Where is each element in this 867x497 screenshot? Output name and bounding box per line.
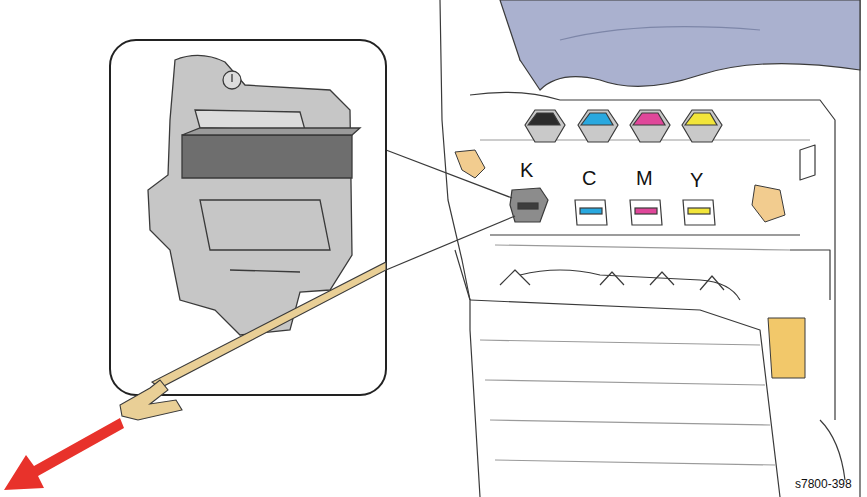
slot-label: M [636, 168, 653, 188]
figure-number: s7800-398 [795, 478, 852, 490]
slot-label: C [582, 168, 596, 188]
slot-label: K [520, 160, 533, 180]
slot-label: Y [690, 170, 703, 190]
